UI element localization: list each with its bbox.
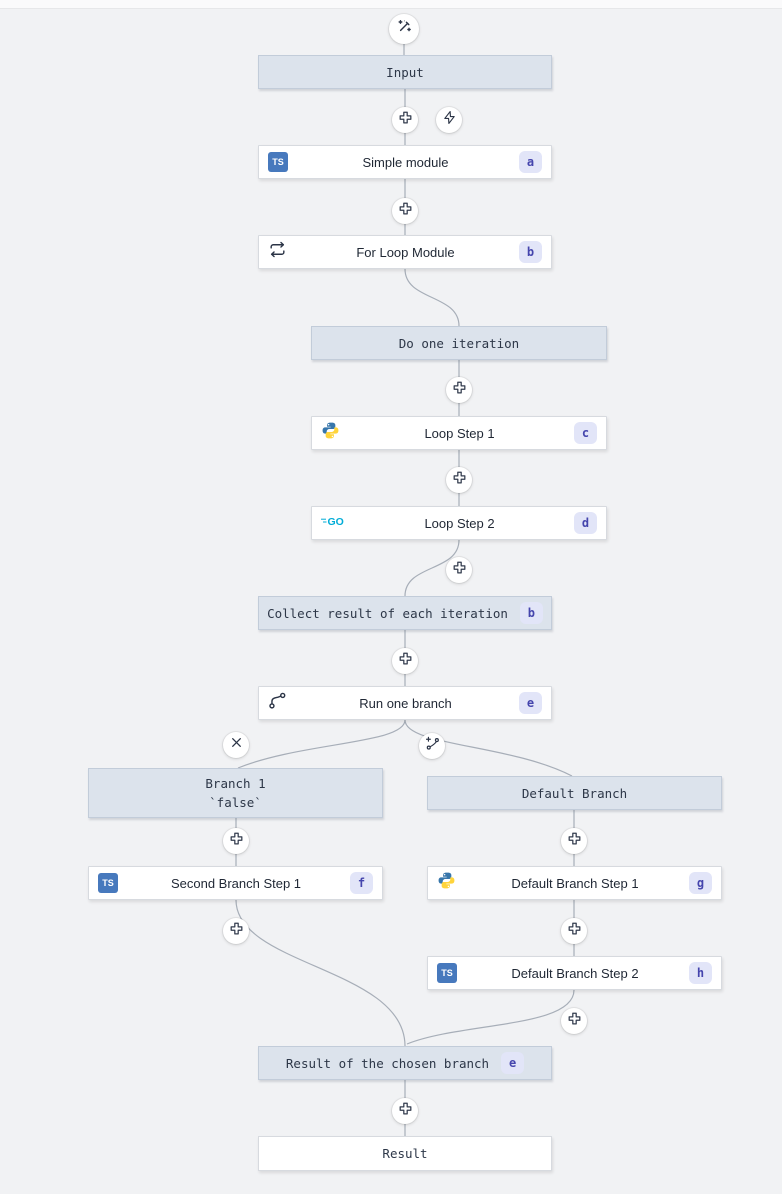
svg-text:GO: GO <box>328 516 344 528</box>
plus-icon <box>567 921 582 941</box>
wand-sparkles-icon <box>395 18 413 41</box>
step-label: Run one branch <box>359 695 452 711</box>
typescript-icon: TS <box>268 152 288 172</box>
step-label: Default Branch Step 1 <box>511 875 639 891</box>
step-label: For Loop Module <box>356 244 455 260</box>
zap-icon <box>442 110 457 130</box>
golang-icon: GO <box>321 514 347 533</box>
default-branch-node[interactable]: Default Branch <box>427 776 722 810</box>
step-id-badge: c <box>574 422 597 444</box>
step-label: Loop Step 2 <box>424 515 495 531</box>
add-step-button[interactable] <box>392 1098 418 1124</box>
step-id-badge: b <box>519 241 542 263</box>
virtual-node-label: Collect result of each iteration <box>267 605 508 621</box>
plus-icon <box>229 921 244 941</box>
step-for-loop-module[interactable]: For Loop Module b <box>258 235 552 269</box>
plus-icon <box>567 1011 582 1031</box>
typescript-icon: TS <box>98 873 118 893</box>
plus-icon <box>567 831 582 851</box>
branch-condition: `false` <box>209 795 262 810</box>
add-step-button[interactable] <box>223 918 249 944</box>
step-id-badge: a <box>519 151 542 173</box>
top-divider <box>0 0 782 9</box>
add-step-button[interactable] <box>392 648 418 674</box>
result-node-label: Result <box>382 1146 428 1161</box>
step-id-badge: d <box>574 512 597 534</box>
result-node[interactable]: Result <box>258 1136 552 1171</box>
step-label: Second Branch Step 1 <box>170 875 302 891</box>
plus-icon <box>452 470 467 490</box>
result-of-chosen-branch-node[interactable]: Result of the chosen branch e <box>258 1046 552 1080</box>
remove-branch-button[interactable] <box>223 732 249 758</box>
input-node-label: Input <box>386 64 424 80</box>
add-step-button[interactable] <box>392 198 418 224</box>
branch-label: Default Branch <box>521 785 628 801</box>
x-icon <box>230 736 243 754</box>
add-step-button[interactable] <box>446 557 472 583</box>
collect-result-node[interactable]: Collect result of each iteration b <box>258 596 552 630</box>
plus-icon <box>398 1101 413 1121</box>
add-branch-button[interactable] <box>419 733 445 759</box>
input-node[interactable]: Input <box>258 55 552 89</box>
step-id-badge: f <box>350 872 373 894</box>
step-simple-module[interactable]: TS Simple module a <box>258 145 552 179</box>
step-loop-step-2[interactable]: GO Loop Step 2 d <box>311 506 607 540</box>
plus-icon <box>229 831 244 851</box>
plus-icon <box>398 651 413 671</box>
step-id-badge: e <box>501 1052 525 1074</box>
step-id-badge: b <box>519 602 543 624</box>
step-run-one-branch[interactable]: Run one branch e <box>258 686 552 720</box>
step-id-badge: e <box>519 692 542 714</box>
add-step-button[interactable] <box>446 377 472 403</box>
add-step-button[interactable] <box>223 828 249 854</box>
step-second-branch-step-1[interactable]: TS Second Branch Step 1 f <box>88 866 383 900</box>
git-branch-icon <box>268 691 287 715</box>
repeat-icon <box>268 240 287 264</box>
add-step-button[interactable] <box>446 467 472 493</box>
step-default-branch-step-2[interactable]: TS Default Branch Step 2 h <box>427 956 722 990</box>
step-default-branch-step-1[interactable]: Default Branch Step 1 g <box>427 866 722 900</box>
plus-icon <box>398 201 413 221</box>
python-icon <box>321 421 340 445</box>
plus-icon <box>398 110 413 130</box>
step-label: Loop Step 1 <box>424 425 495 441</box>
git-branch-plus-icon <box>425 736 440 756</box>
step-loop-step-1[interactable]: Loop Step 1 c <box>311 416 607 450</box>
add-step-button[interactable] <box>561 828 587 854</box>
add-trigger-button[interactable] <box>436 107 462 133</box>
plus-icon <box>452 560 467 580</box>
add-step-button[interactable] <box>561 1008 587 1034</box>
virtual-node-label: Do one iteration <box>398 335 520 351</box>
typescript-icon: TS <box>437 963 457 983</box>
step-id-badge: h <box>689 962 712 984</box>
step-label: Simple module <box>362 154 449 170</box>
branch-1-node[interactable]: Branch 1 `false` <box>88 768 383 818</box>
python-icon <box>437 871 456 895</box>
plus-icon <box>452 380 467 400</box>
add-step-button[interactable] <box>392 107 418 133</box>
step-id-badge: g <box>689 872 712 894</box>
branch-label: Branch 1 <box>205 776 266 791</box>
virtual-node-label: Result of the chosen branch <box>285 1055 490 1071</box>
do-one-iteration-node[interactable]: Do one iteration <box>311 326 607 360</box>
ai-flow-builder-button[interactable] <box>389 14 419 44</box>
add-step-button[interactable] <box>561 918 587 944</box>
step-label: Default Branch Step 2 <box>511 965 639 981</box>
